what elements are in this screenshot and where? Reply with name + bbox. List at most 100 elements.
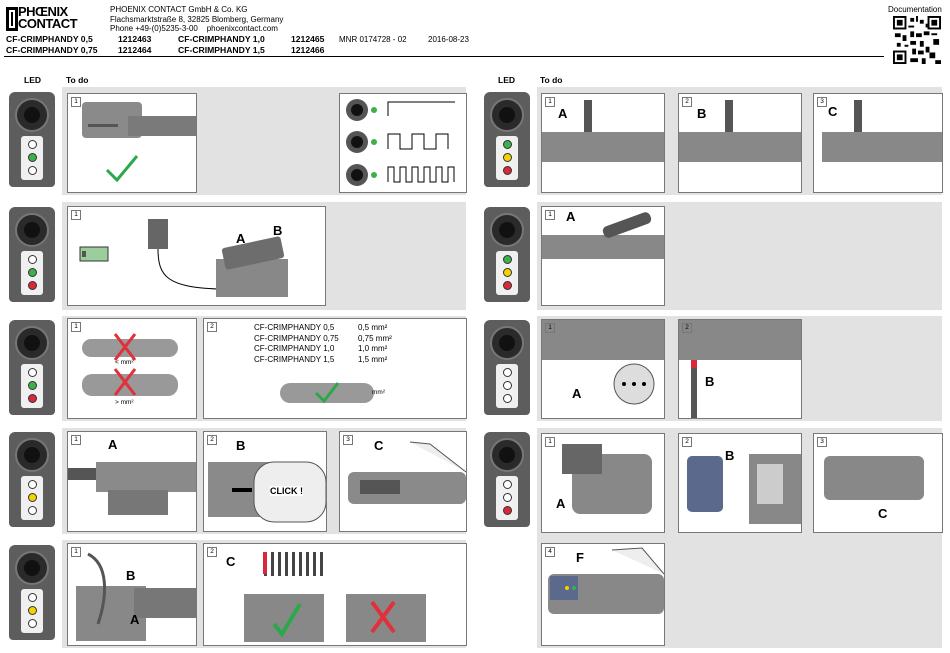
panel-l4-3: 3 C	[339, 431, 467, 532]
step-number: 1	[71, 97, 81, 107]
qr-code[interactable]	[893, 16, 941, 64]
product-3-name: CF-CRIMPHANDY 1,5	[178, 45, 265, 55]
panel-r1-3: 3 C	[813, 93, 943, 193]
tighten-illustration	[822, 100, 942, 162]
product-1-name: CF-CRIMPHANDY 0,75	[6, 45, 98, 55]
label-b: B	[273, 223, 283, 238]
step-number: 3	[817, 97, 827, 107]
step-number: 1	[71, 547, 81, 557]
label-f: F	[576, 550, 584, 565]
remove-part-illustration	[679, 100, 801, 162]
website-link[interactable]: phoenixcontact.com	[206, 24, 278, 33]
panel-r3-1: 1 A	[541, 319, 665, 419]
phone: Phone +49-(0)5235-3-00	[110, 24, 198, 33]
step-number: 1	[545, 437, 555, 447]
insert-ferrules-illustration	[68, 462, 196, 515]
product-0-name: CF-CRIMPHANDY 0,5	[6, 34, 93, 44]
close-tool-illustration	[824, 456, 924, 500]
address-line-3: Phone +49-(0)5235-3-00 phoenixcontact.co…	[110, 24, 283, 34]
step-number: 2	[682, 97, 692, 107]
led-indicator-8	[484, 320, 530, 415]
step-number: 2	[207, 547, 217, 557]
step-number: 1	[71, 210, 81, 220]
step-number: 1	[545, 210, 555, 220]
label-b: B	[697, 106, 707, 121]
ferrule-orientation-illustration	[244, 552, 426, 642]
label-a: A	[556, 496, 566, 511]
led-indicator-6	[484, 92, 530, 187]
step-number: 1	[71, 435, 81, 445]
address-line-1: PHOENIX CONTACT GmbH & Co. KG	[110, 5, 248, 14]
charger-illustration	[79, 219, 288, 297]
logo-line-1: PHŒNIX	[18, 4, 68, 19]
led-indicator-5	[9, 545, 55, 640]
address-line-2: Flachsmarktstraße 8, 32825 Blomberg, Ger…	[110, 14, 284, 24]
company-address: PHOENIX CONTACT GmbH & Co. KG Flachsmark…	[110, 5, 283, 34]
panel-r2-1: 1 A	[541, 206, 665, 306]
step-number: 1	[545, 97, 555, 107]
step-number: 2	[207, 322, 217, 332]
click-label: CLICK !	[270, 486, 303, 496]
label-a: A	[558, 106, 568, 121]
product-1-number: 1212464	[118, 45, 152, 55]
click-illustration	[208, 461, 327, 523]
panel-l5-1: 1 B A	[67, 543, 197, 646]
product-0-number: 1212463	[118, 34, 152, 44]
lt-mm2-label: < mm²	[115, 359, 134, 366]
label-a: A	[572, 386, 582, 401]
pull-pin-illustration	[679, 320, 801, 418]
mnr: MNR 0174728 - 02	[339, 35, 407, 44]
label-c: C	[226, 554, 236, 569]
panel-r3-2: 2 B	[678, 319, 802, 419]
panel-l5-2: 2 C	[203, 543, 467, 646]
label-c: C	[374, 438, 384, 453]
insert-pin-illustration	[542, 320, 664, 405]
panel-r4-2: 2 B	[678, 433, 802, 533]
product-3-number: 1212466	[291, 45, 325, 55]
date: 2016-08-23	[428, 35, 469, 44]
label-b: B	[126, 568, 136, 583]
panel-l1-1: 1	[67, 93, 197, 193]
documentation-label: Documentation	[888, 5, 942, 14]
label-b: B	[236, 438, 246, 453]
label-c: C	[878, 506, 888, 521]
label-a: A	[236, 231, 246, 246]
product-2-number: 1212465	[291, 34, 325, 44]
panel-led-signals	[339, 93, 467, 193]
signal-diagram	[346, 99, 455, 186]
label-a: A	[130, 612, 140, 627]
panel-r4-3: 3 C	[813, 433, 943, 533]
panel-l2-1: 1 A B	[67, 206, 326, 306]
product-2-name: CF-CRIMPHANDY 1,0	[178, 34, 265, 44]
phoenix-contact-logo: PHŒNIX CONTACT	[6, 4, 100, 32]
panel-r1-1: 1 A	[541, 93, 665, 193]
remove-belt-illustration	[76, 552, 196, 641]
final-press-illustration	[548, 547, 665, 614]
panel-l4-2: 2 B CLICK !	[203, 431, 327, 532]
step-number: 1	[71, 322, 81, 332]
step-number: 2	[682, 437, 692, 447]
panel-r4-1: 1 A	[541, 433, 665, 533]
wire-too-small-too-large	[82, 333, 178, 396]
label-c: C	[828, 104, 838, 119]
label-b: B	[725, 448, 735, 463]
header-divider	[4, 56, 884, 57]
led-indicator-1	[9, 92, 55, 187]
logo-line-2: CONTACT	[18, 16, 78, 31]
panel-r1-2: 2 B	[678, 93, 802, 193]
gt-mm2-label: > mm²	[115, 399, 134, 406]
press-illustration	[348, 441, 467, 504]
tool-illustration	[82, 102, 196, 138]
label-b: B	[705, 374, 715, 389]
step-number: 4	[545, 547, 555, 557]
led-header-left: LED	[24, 75, 41, 85]
led-indicator-7	[484, 207, 530, 302]
unscrew-illustration	[542, 100, 664, 162]
label-a: A	[108, 437, 118, 452]
